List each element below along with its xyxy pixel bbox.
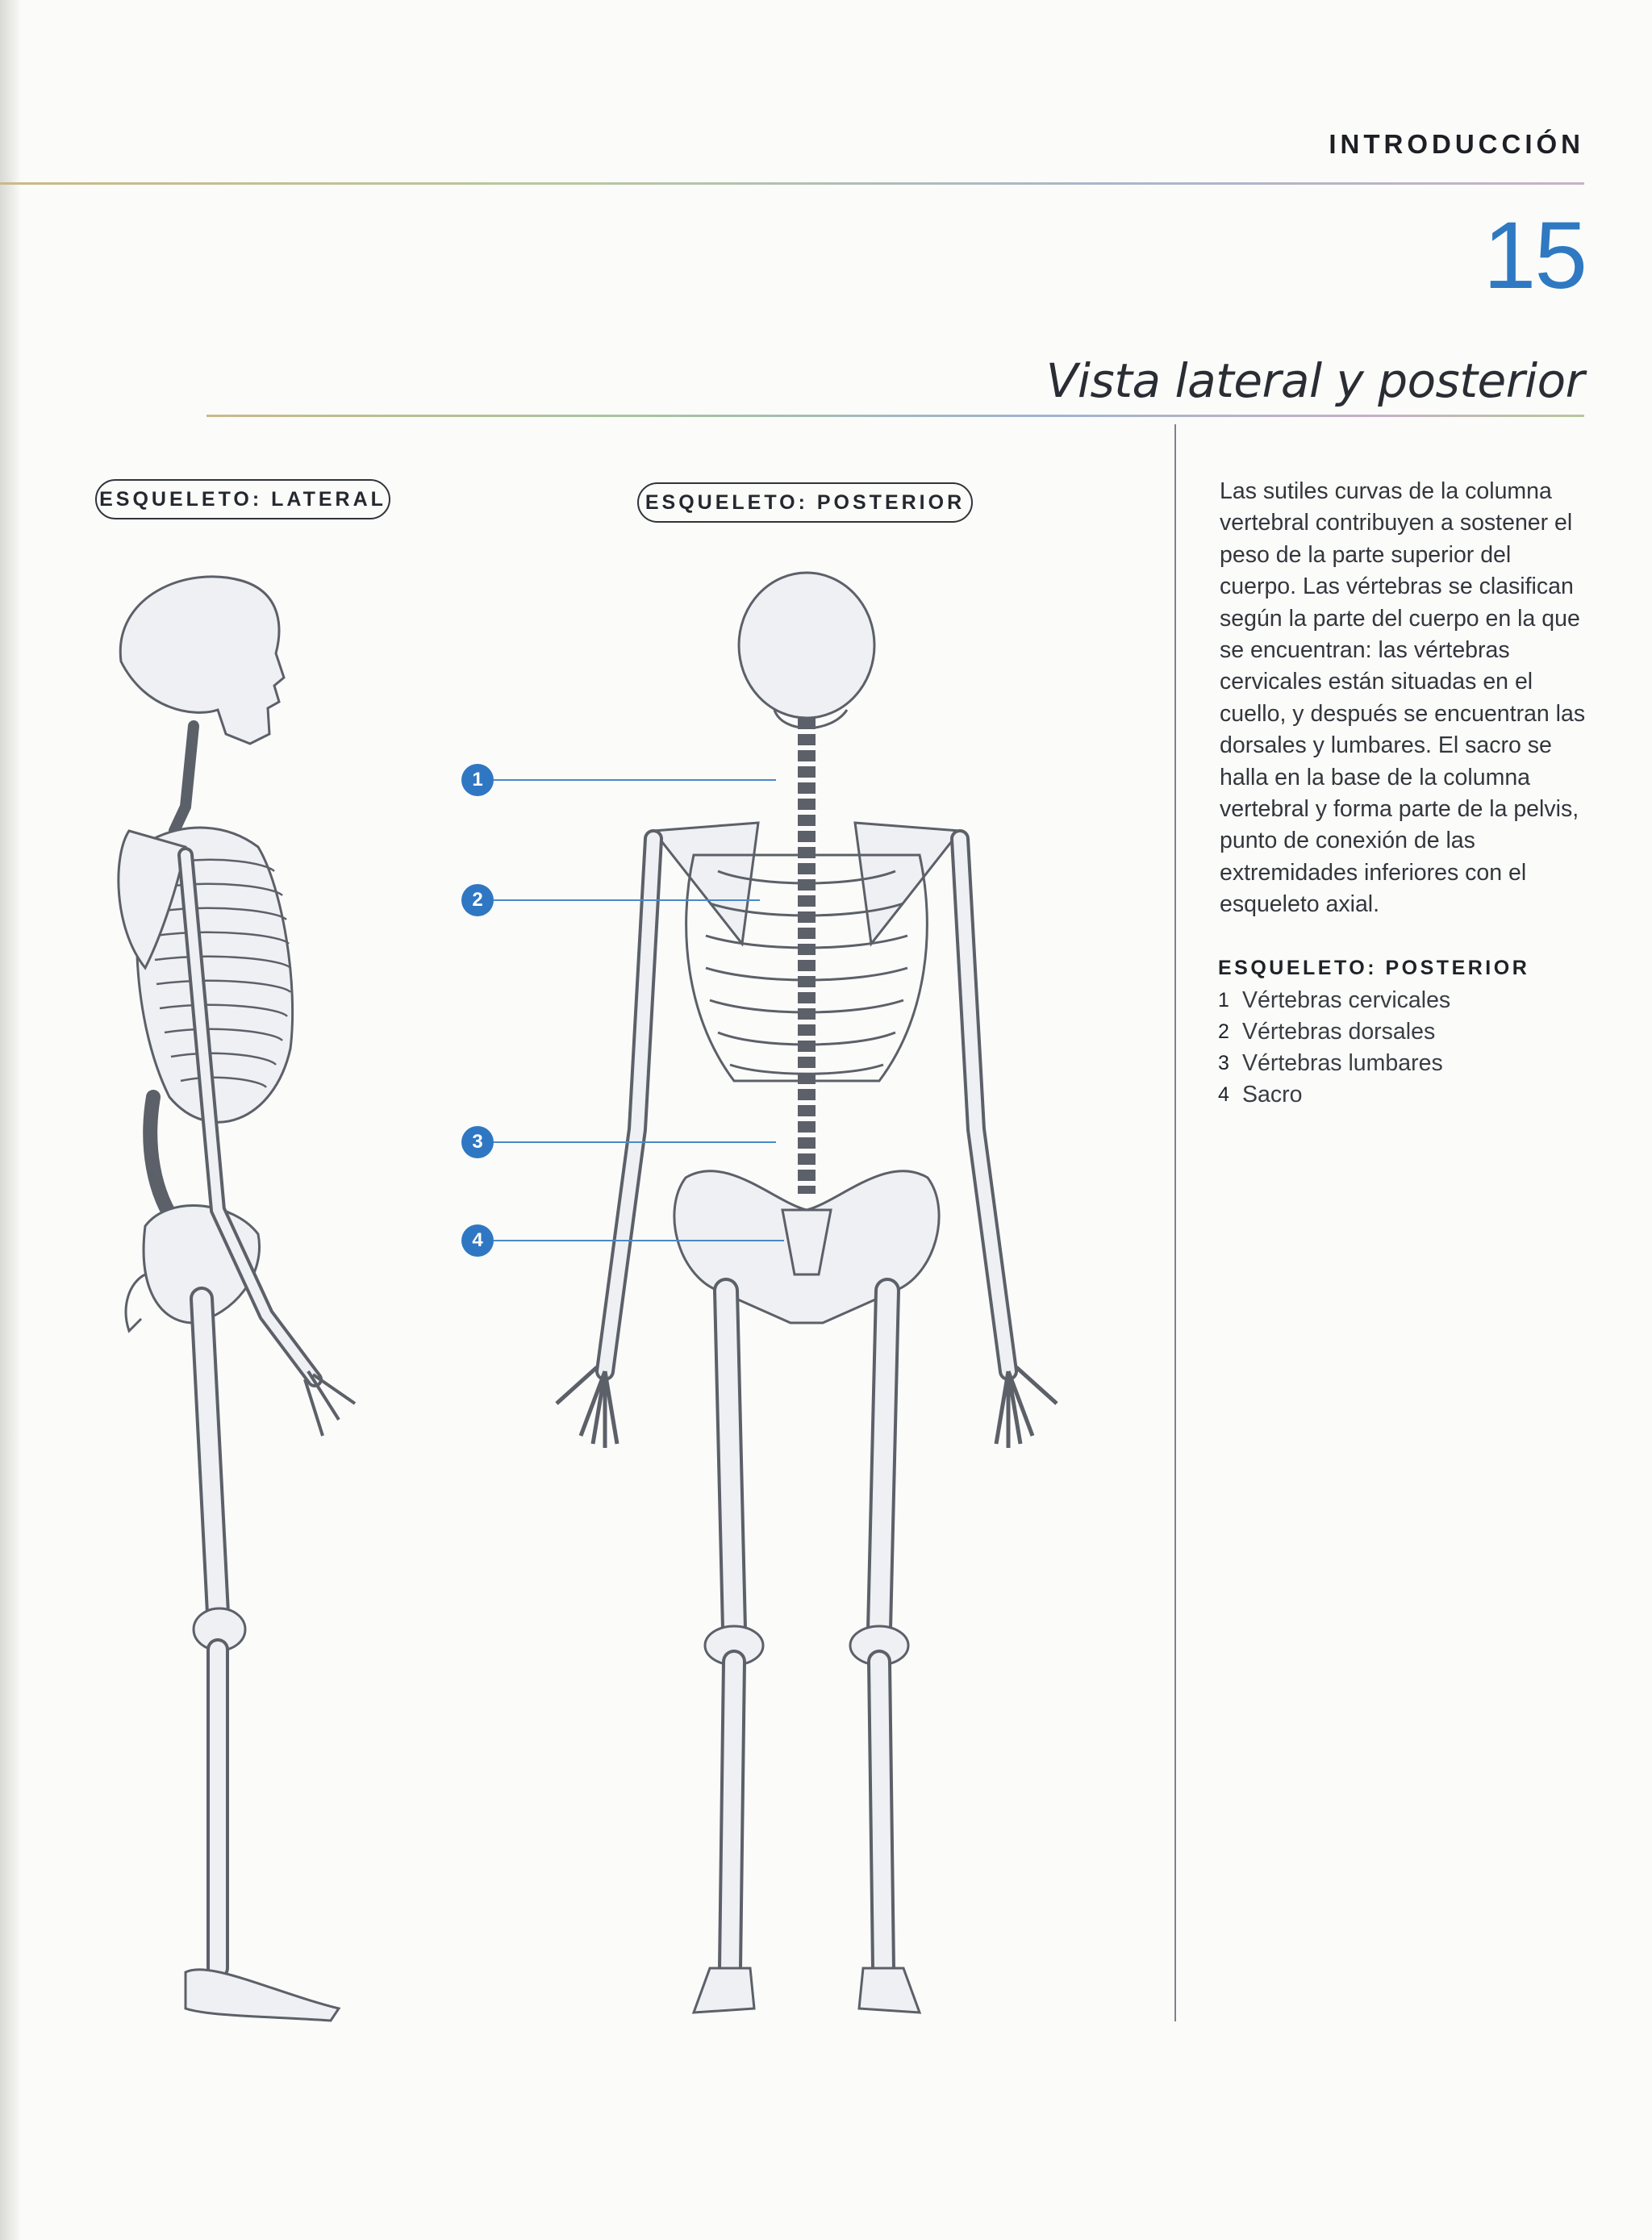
- lateral-skeleton-illustration: [117, 575, 357, 2022]
- posterior-skeleton-illustration: [555, 571, 1058, 2014]
- header-rule: [0, 182, 1584, 185]
- legend-item-number: 1: [1218, 989, 1229, 1012]
- ribcage-posterior: [685, 853, 928, 1082]
- lumbar-spine-lateral: [143, 1090, 185, 1233]
- legend-item: 2 Vértebras dorsales: [1218, 1016, 1589, 1048]
- legend-title: ESQUELETO: POSTERIOR: [1218, 957, 1530, 979]
- scapula-right: [853, 821, 962, 947]
- callout-line-4: [494, 1240, 784, 1241]
- callout-marker-3: 3: [461, 1126, 494, 1158]
- legend-item-label: Vértebras cervicales: [1242, 987, 1451, 1013]
- right-foot: [857, 1967, 922, 2014]
- section-title: INTRODUCCIÓN: [1329, 129, 1584, 159]
- callout-marker-2: 2: [461, 884, 494, 916]
- intro-paragraph: Las sutiles curvas de la columna vertebr…: [1220, 476, 1591, 921]
- lateral-skeleton-label: ESQUELETO: LATERAL: [95, 479, 390, 519]
- heading-rule: [206, 415, 1584, 417]
- callout-marker-4: 4: [461, 1224, 494, 1257]
- intro-paragraph-text: Las sutiles curvas de la columna vertebr…: [1220, 478, 1586, 918]
- callout-marker-1: 1: [461, 764, 494, 796]
- legend-item-label: Vértebras dorsales: [1242, 1019, 1436, 1045]
- callout-line-3: [494, 1141, 776, 1143]
- legend-item: 3 Vértebras lumbares: [1218, 1048, 1589, 1079]
- page-heading: Vista lateral y posterior: [1045, 353, 1585, 408]
- sacrum: [781, 1208, 832, 1276]
- foot-lateral: [184, 1968, 341, 2022]
- legend-item-number: 4: [1218, 1083, 1229, 1106]
- legend-item-number: 2: [1218, 1020, 1229, 1043]
- legend-item: 4 Sacro: [1218, 1079, 1589, 1111]
- column-divider: [1174, 424, 1176, 2021]
- callout-line-1: [494, 779, 776, 781]
- legend-item-label: Vértebras lumbares: [1242, 1050, 1443, 1076]
- scapula-left: [651, 821, 760, 947]
- legend-item: 1 Vértebras cervicales: [1218, 985, 1589, 1016]
- cervical-spine-lateral: [169, 720, 199, 836]
- left-hand: [555, 1366, 620, 1448]
- page-number: 15: [1483, 202, 1587, 309]
- legend-item-number: 3: [1218, 1052, 1229, 1074]
- ribcage-lateral: [136, 826, 294, 1124]
- right-hand: [994, 1366, 1058, 1448]
- posterior-skeleton-label: ESQUELETO: POSTERIOR: [637, 482, 973, 523]
- legend-item-label: Sacro: [1242, 1082, 1303, 1107]
- left-foot: [691, 1967, 756, 2014]
- page-binding-edge: [0, 0, 21, 2240]
- legend: ESQUELETO: POSTERIOR 1 Vértebras cervica…: [1218, 957, 1589, 1111]
- skull-lateral: [119, 575, 286, 745]
- skull-posterior: [737, 571, 876, 720]
- scapula-lateral: [117, 829, 187, 970]
- callout-line-2: [494, 899, 760, 901]
- hand-lateral: [303, 1370, 357, 1437]
